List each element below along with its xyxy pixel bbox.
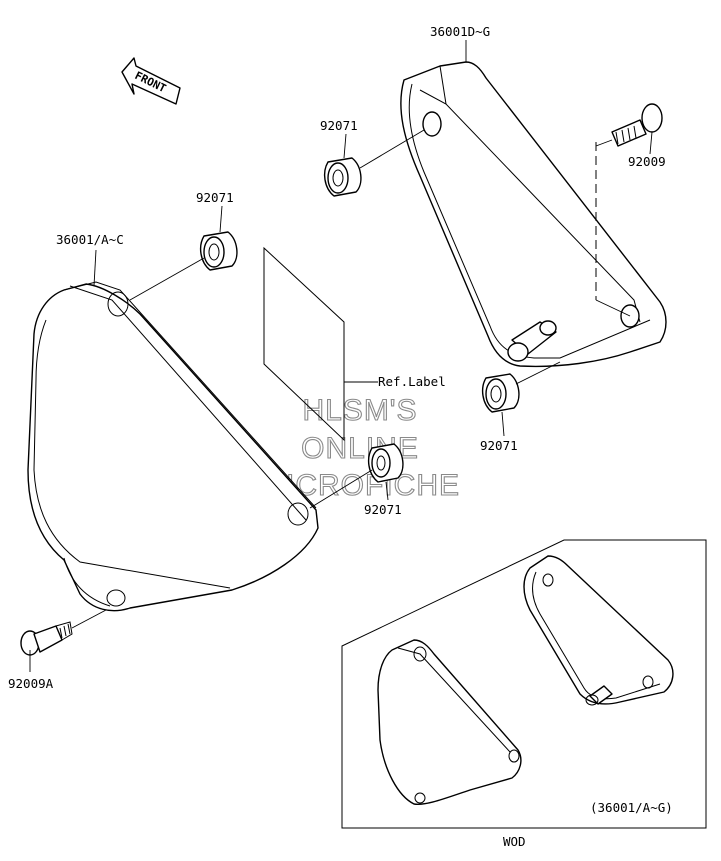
front-arrow-shape bbox=[121, 57, 181, 105]
callout-cover-left: 36001/A~C bbox=[56, 232, 124, 247]
callout-grommet-right-lower: 92071 bbox=[480, 438, 518, 453]
grommet-right-upper bbox=[323, 129, 425, 197]
left-side-cover bbox=[27, 281, 319, 612]
callout-grommet-left-lower: 92071 bbox=[364, 502, 402, 517]
ref-label-text: Ref.Label bbox=[378, 374, 446, 389]
watermark-line-1: HLSM'S bbox=[302, 394, 417, 427]
inset-parts-label: (36001/A~G) bbox=[590, 800, 673, 815]
inset-caption: WOD bbox=[503, 834, 526, 849]
callout-cover-right: 36001D~G bbox=[430, 24, 490, 39]
inset-box bbox=[341, 539, 707, 829]
callout-bolt-right: 92009 bbox=[628, 154, 666, 169]
grommet-right-lower bbox=[481, 361, 561, 413]
watermark: HLSM'S ONLINE MICROFICHE bbox=[259, 393, 459, 502]
ref-label-sheet: Ref.Label bbox=[263, 246, 446, 442]
callout-grommet-right-upper: 92071 bbox=[320, 118, 358, 133]
grommet-left-lower bbox=[309, 443, 404, 509]
right-side-cover bbox=[400, 61, 667, 368]
callout-grommet-left-upper: 92071 bbox=[196, 190, 234, 205]
grommet-left-upper bbox=[129, 231, 238, 301]
bolt-right bbox=[595, 103, 663, 155]
bolt-left bbox=[20, 609, 107, 672]
front-arrow: FRONT bbox=[121, 57, 181, 105]
callout-bolt-left: 92009A bbox=[8, 676, 54, 691]
